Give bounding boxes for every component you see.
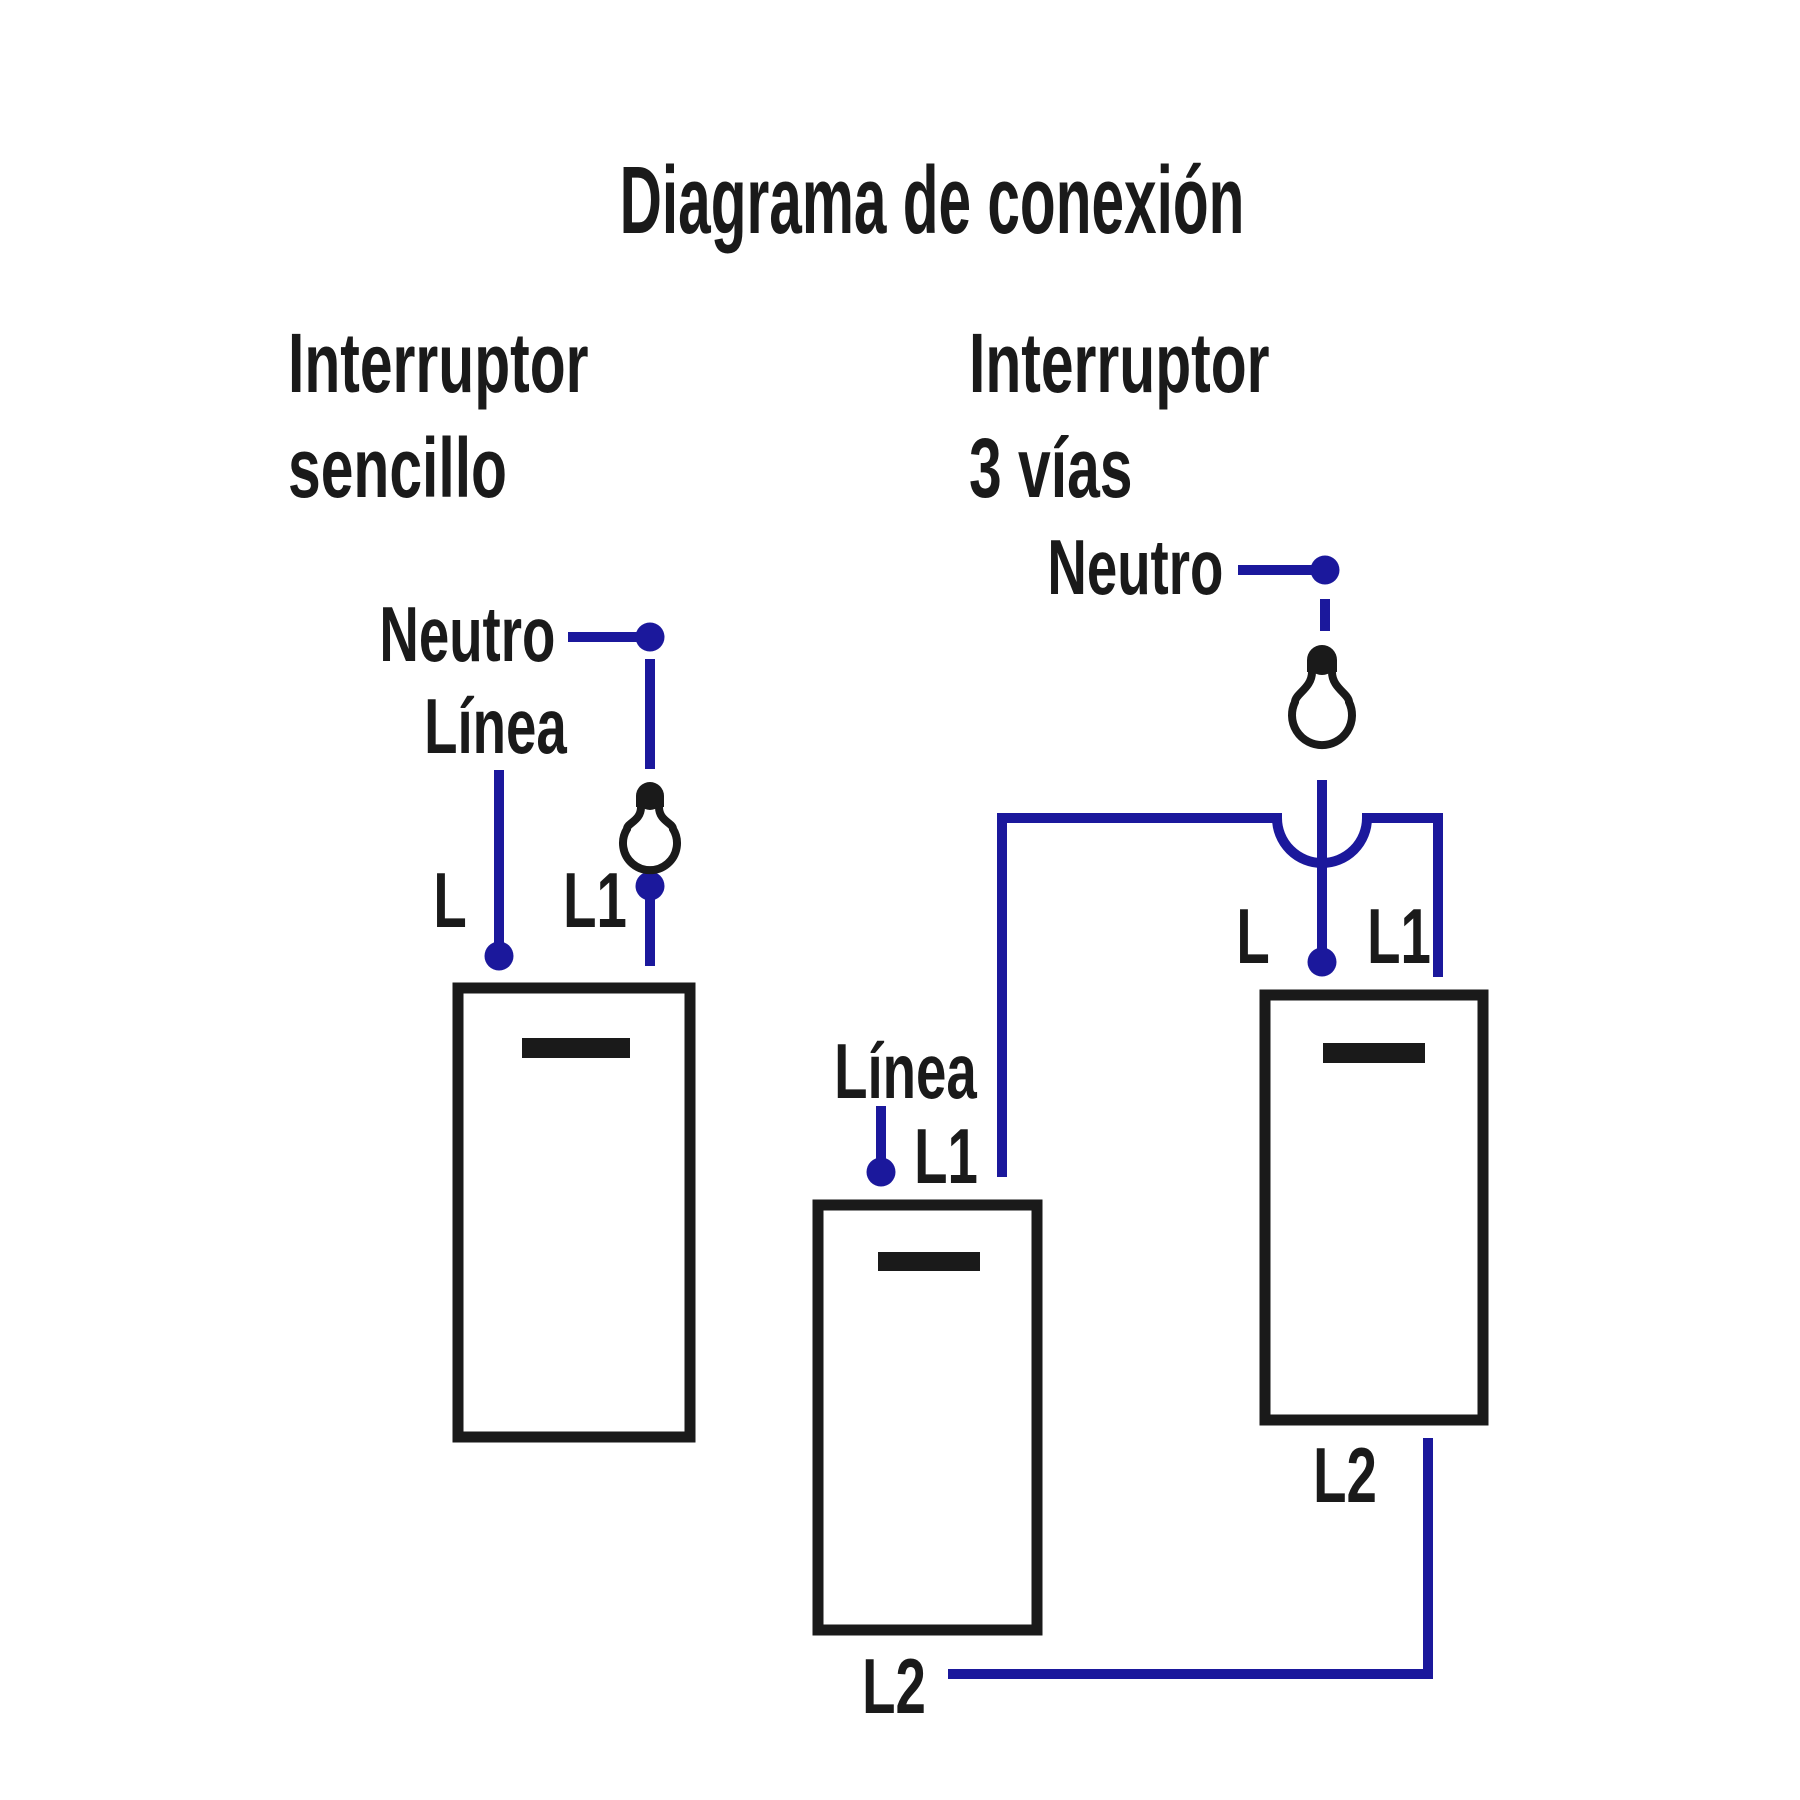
page-title: Diagrama de conexión	[619, 147, 1245, 254]
switch-single-body	[452, 982, 696, 1443]
label-l2-switch1: L2	[862, 1642, 926, 1730]
label-l1-switch1: L1	[914, 1112, 978, 1200]
terminal-dot	[635, 871, 665, 901]
three-way-circuit	[866, 555, 1443, 1679]
switch-3way-2	[1259, 989, 1489, 1426]
label-neutral-3way: Neutro	[1047, 523, 1223, 611]
switch-3way-1	[812, 1199, 1043, 1636]
bulb-icon-single	[619, 782, 681, 875]
switch-single-rocker	[522, 1038, 630, 1058]
terminal-dot	[1310, 555, 1340, 585]
switch-3way-2-rocker	[1323, 1043, 1425, 1063]
switch-3way-1-body	[812, 1199, 1043, 1636]
switch-single	[452, 982, 696, 1443]
terminal-dot	[635, 622, 665, 652]
terminal-dot	[1307, 947, 1337, 977]
single-switch-circuit	[484, 622, 665, 971]
section-label-single: Interruptor sencillo	[288, 316, 589, 515]
label-l2-switch2: L2	[1313, 1431, 1377, 1519]
wire-l2-link	[948, 1438, 1433, 1679]
label-l1-single: L1	[563, 856, 627, 944]
section-label-3way: Interruptor 3 vías	[969, 316, 1270, 515]
wire-traveler-l1	[997, 813, 1443, 1177]
label-l-single: L	[433, 856, 467, 944]
switch-3way-2-body	[1259, 989, 1489, 1426]
label-l1-switch2: L1	[1367, 892, 1431, 980]
terminal-dot	[866, 1157, 896, 1187]
label-line-3way: Línea	[834, 1027, 977, 1115]
label-line-single: Línea	[424, 682, 567, 770]
bulb-icon-3way	[1288, 645, 1356, 749]
label-neutral-single: Neutro	[379, 590, 555, 678]
label-l-switch2: L	[1236, 892, 1270, 980]
switch-3way-1-rocker	[878, 1252, 980, 1271]
terminal-dot	[484, 941, 514, 971]
